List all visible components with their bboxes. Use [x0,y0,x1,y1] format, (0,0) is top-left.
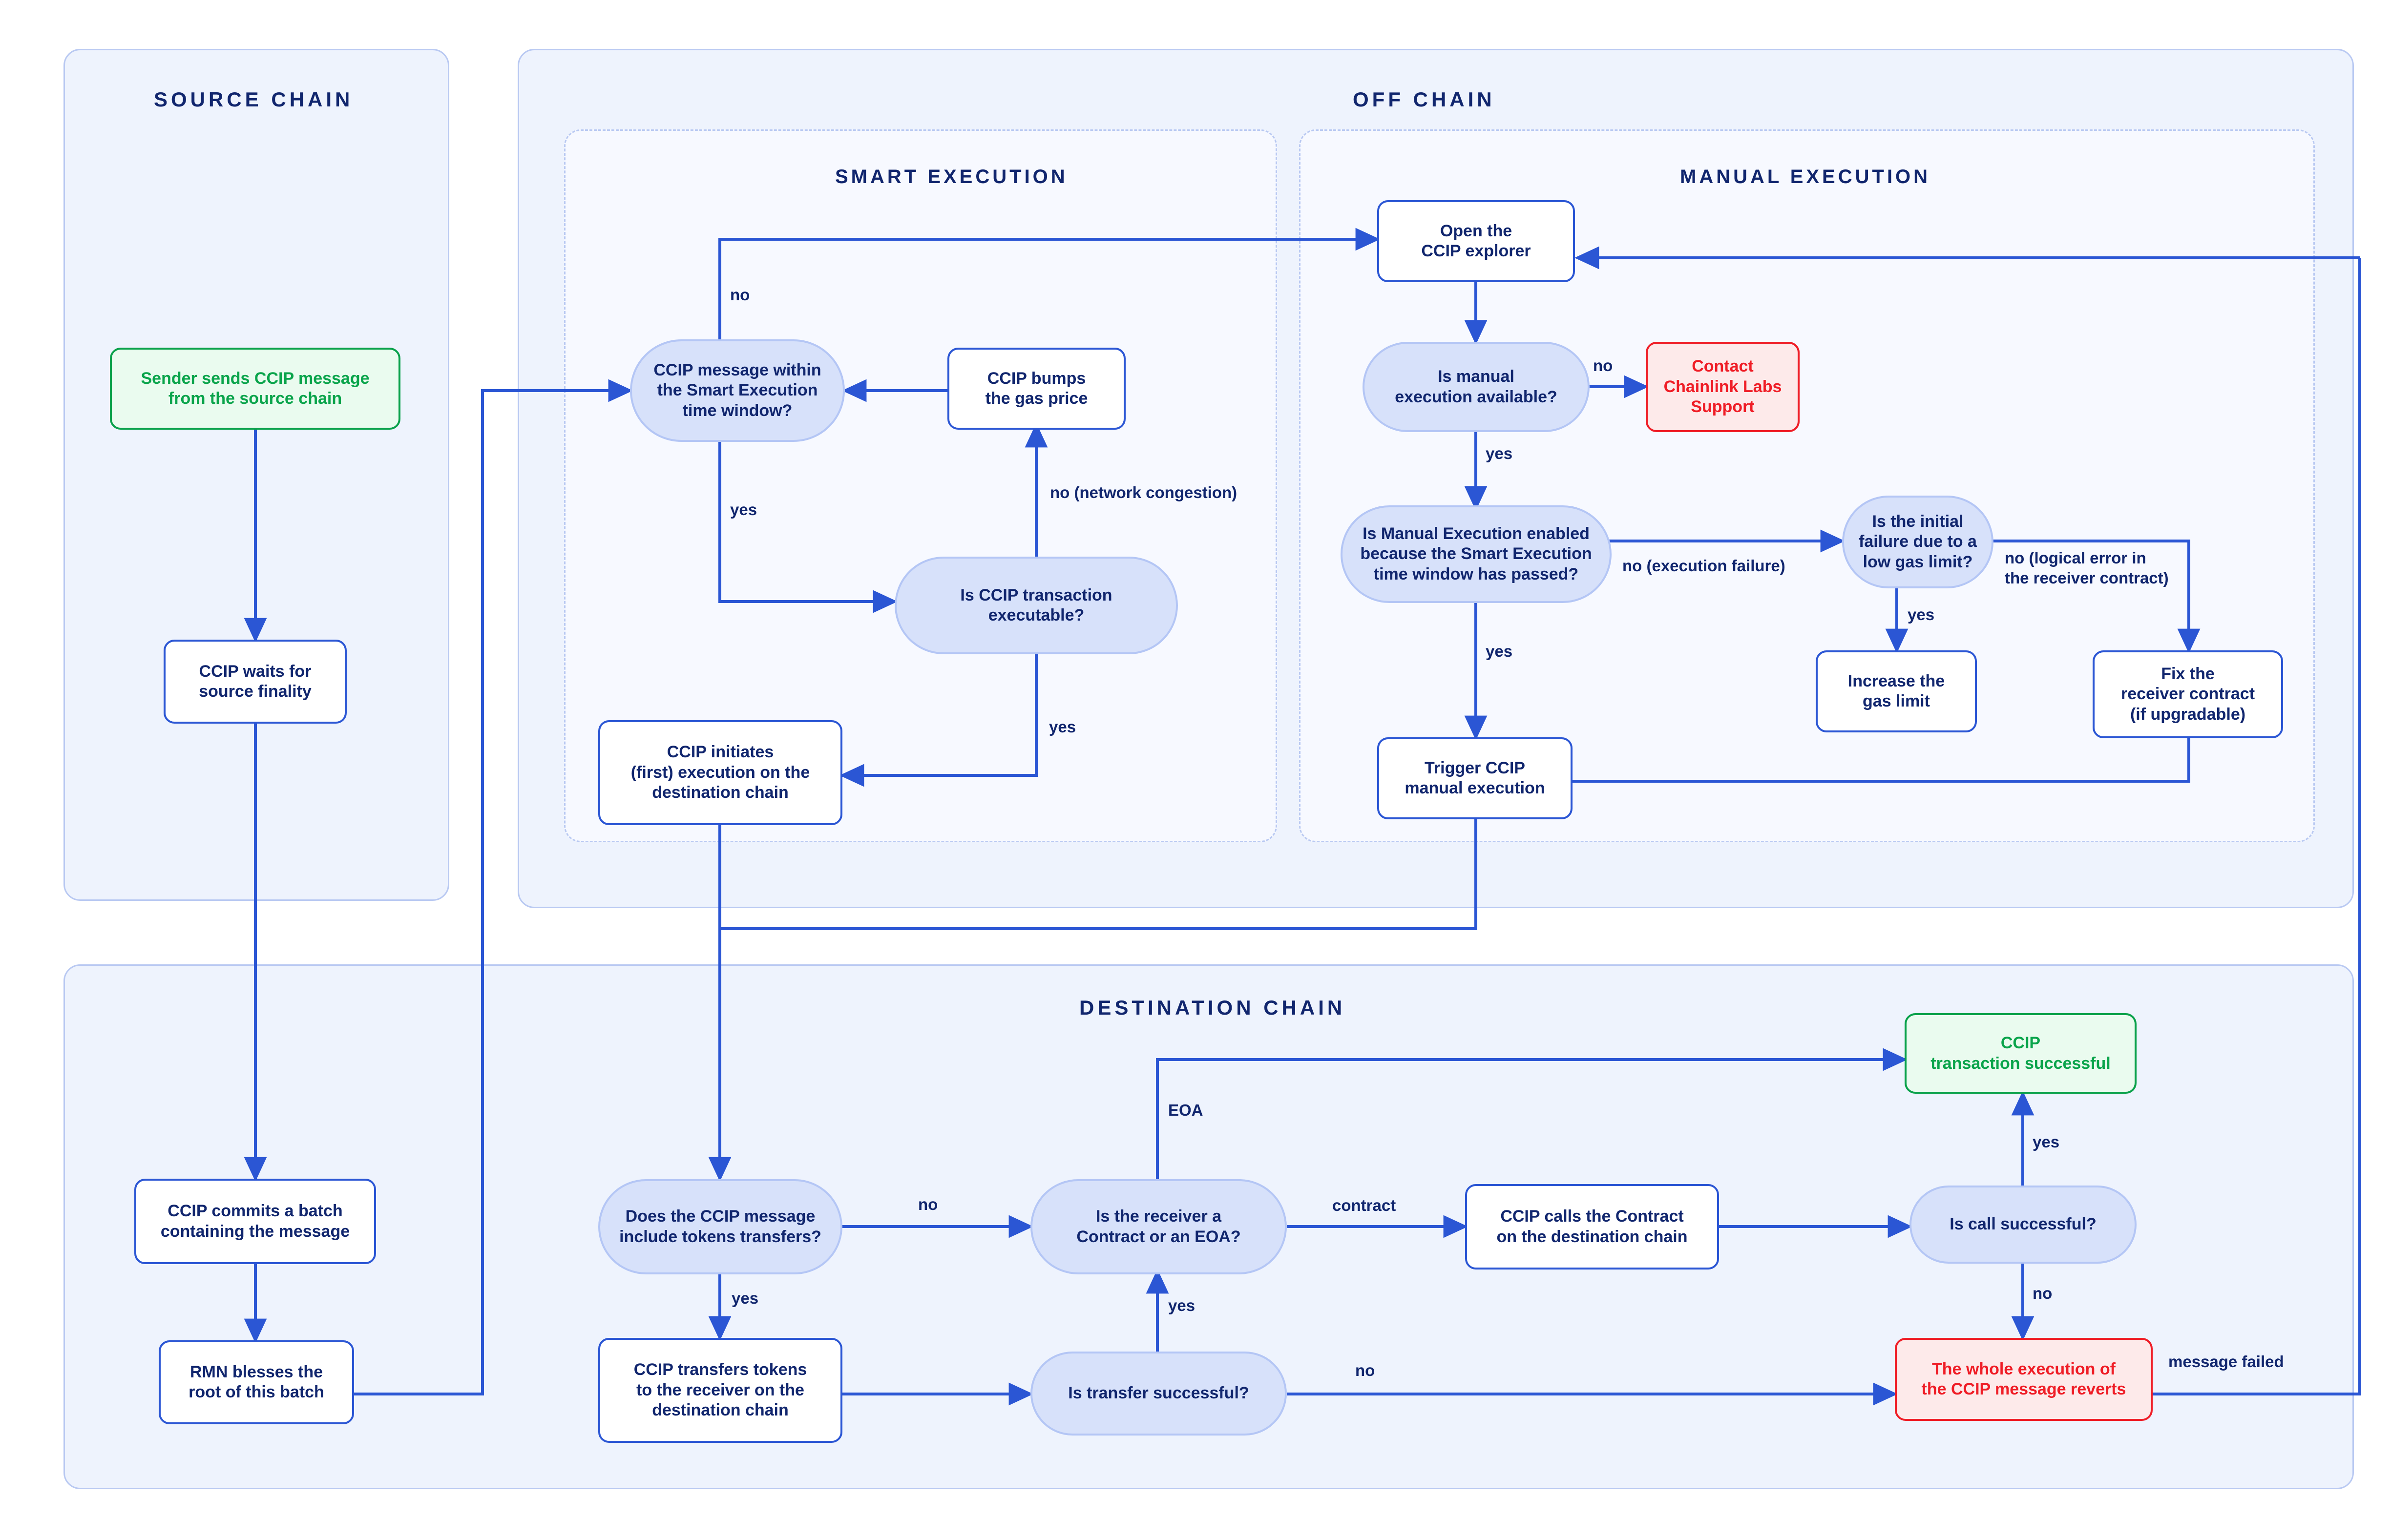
node-fix-receiver-contract[interactable]: Fix the receiver contract (if upgradable… [2093,650,2283,738]
node-is-call-successful[interactable]: Is call successful? [1909,1186,2137,1264]
node-is-receiver-contract-or-eoa[interactable]: Is the receiver a Contract or an EOA? [1030,1179,1287,1274]
node-label: CCIP message within the Smart Execution … [653,360,821,420]
edge-label-transfer-yes: yes [1168,1296,1196,1314]
node-is-transfer-successful[interactable]: Is transfer successful? [1030,1352,1287,1436]
node-label: Sender sends CCIP message from the sourc… [141,369,370,408]
node-ccip-bumps-gas-price[interactable]: CCIP bumps the gas price [947,348,1126,430]
edge-label-manual-available-yes: yes [1486,444,1513,462]
panel-title-destination-chain: DESTINATION CHAIN [1079,996,1346,1019]
edge-label-call-yes: yes [2033,1133,2060,1151]
edge-label-receiver-contract: contract [1332,1196,1396,1214]
node-is-ccip-transaction-executable[interactable]: Is CCIP transaction executable? [895,557,1178,654]
edge-label-message-failed: message failed [2168,1353,2284,1371]
node-ccip-calls-contract[interactable]: CCIP calls the Contract on the destinati… [1465,1184,1719,1269]
node-label: Does the CCIP message include tokens tra… [619,1207,821,1246]
subpanel-title-manual-execution: MANUAL EXECUTION [1680,166,1931,187]
node-ccip-transaction-successful[interactable]: CCIP transaction successful [1905,1013,2137,1094]
edge-label-manual-enabled-yes: yes [1486,642,1513,660]
node-is-initial-failure-low-gas-limit[interactable]: Is the initial failure due to a low gas … [1842,496,1993,588]
node-label: Is the receiver a Contract or an EOA? [1076,1207,1241,1246]
edge-label-manual-available-no: no [1593,356,1613,375]
node-label: Is call successful? [1950,1215,2097,1234]
edge-label-transfer-no: no [1355,1361,1375,1379]
node-commits-batch[interactable]: CCIP commits a batch containing the mess… [134,1179,376,1264]
node-is-manual-execution-enabled[interactable]: Is Manual Execution enabled because the … [1341,505,1612,603]
subpanel-title-smart-execution: SMART EXECUTION [835,166,1068,187]
node-label: Fix the receiver contract (if upgradable… [2120,664,2255,724]
panel-title-source-chain: SOURCE CHAIN [154,88,354,111]
edge-label-gas-yes: yes [1908,605,1935,624]
node-open-ccip-explorer[interactable]: Open the CCIP explorer [1377,200,1575,282]
node-increase-gas-limit[interactable]: Increase the gas limit [1816,650,1977,732]
node-waits-finality[interactable]: CCIP waits for source finality [164,640,347,724]
node-label: CCIP calls the Contract on the destinati… [1496,1207,1688,1246]
node-label: Increase the gas limit [1847,671,1945,710]
node-label: CCIP commits a batch containing the mess… [160,1202,350,1241]
edge-label-executable-yes: yes [1049,718,1076,736]
node-label: Is the initial failure due to a low gas … [1859,512,1977,571]
panel-title-off-chain: OFF CHAIN [1353,88,1495,111]
node-label: Is CCIP transaction executable? [960,585,1112,624]
edge-label-gas-no: no (logical error in the receiver contra… [2005,549,2169,587]
node-label: CCIP transaction successful [1930,1034,2111,1073]
node-label: CCIP initiates (first) execution on the … [630,743,810,802]
node-label: CCIP waits for source finality [199,662,312,701]
node-label: Is manual execution available? [1395,367,1557,406]
node-label: Trigger CCIP manual execution [1405,758,1545,797]
node-trigger-manual-execution[interactable]: Trigger CCIP manual execution [1377,737,1573,819]
node-label: Is transfer successful? [1068,1384,1249,1403]
edge-label-manual-enabled-no: no (execution failure) [1622,557,1785,575]
node-contact-chainlink-labs-support[interactable]: Contact Chainlink Labs Support [1646,342,1800,432]
edge-label-window-yes: yes [730,500,757,519]
node-within-smart-execution-window[interactable]: CCIP message within the Smart Execution … [630,339,845,442]
edge-label-receiver-eoa: EOA [1168,1101,1203,1119]
node-label: Contact Chainlink Labs Support [1663,357,1782,416]
node-ccip-transfers-tokens[interactable]: CCIP transfers tokens to the receiver on… [598,1338,842,1443]
node-label: CCIP transfers tokens to the receiver on… [633,1360,807,1420]
edge-label-call-no: no [2033,1284,2053,1302]
node-ccip-initiates-execution[interactable]: CCIP initiates (first) execution on the … [598,720,842,825]
node-label: RMN blesses the root of this batch [189,1362,324,1401]
node-rmn-blesses[interactable]: RMN blesses the root of this batch [159,1340,354,1424]
node-label: CCIP bumps the gas price [985,369,1088,408]
edge-label-tokens-yes: yes [732,1289,759,1307]
node-execution-reverts[interactable]: The whole execution of the CCIP message … [1895,1338,2153,1421]
node-label: The whole execution of the CCIP message … [1921,1359,2126,1398]
node-is-manual-execution-available[interactable]: Is manual execution available? [1363,342,1590,432]
node-label: Is Manual Execution enabled because the … [1360,524,1592,583]
edge-label-tokens-no: no [918,1195,938,1213]
node-label: Open the CCIP explorer [1421,221,1531,260]
edge-label-window-no: no [730,286,750,304]
node-does-message-include-token-transfers[interactable]: Does the CCIP message include tokens tra… [598,1179,842,1274]
node-sender-sends[interactable]: Sender sends CCIP message from the sourc… [110,348,400,430]
edge-label-executable-no: no (network congestion) [1050,483,1237,501]
